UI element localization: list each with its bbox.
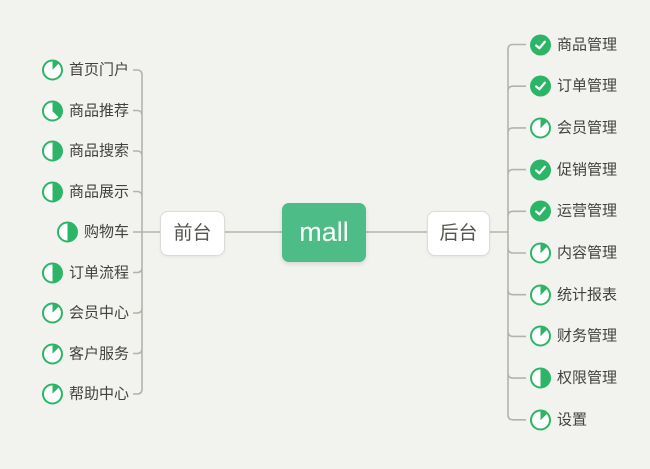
topic-label: 权限管理 <box>557 369 618 387</box>
progress-pie-icon <box>530 325 551 347</box>
branch-topic-label: 前台 <box>173 222 212 244</box>
topic-item[interactable]: 会员中心 <box>41 302 129 324</box>
progress-pie-icon <box>41 59 63 81</box>
topic-item[interactable]: 商品展示 <box>41 181 129 202</box>
topic-item[interactable]: 订单管理 <box>530 75 618 97</box>
topic-label: 商品管理 <box>557 36 618 53</box>
topic-label: 会员管理 <box>557 119 618 137</box>
topic-label: 订单流程 <box>68 264 129 281</box>
progress-pie-icon <box>41 383 63 405</box>
topic-label: 商品搜索 <box>68 142 129 160</box>
root-topic-mall[interactable]: mall <box>282 202 366 262</box>
topic-label: 促销管理 <box>557 161 618 179</box>
progress-pie-icon <box>41 302 63 324</box>
progress-pie-icon <box>530 242 551 264</box>
topic-item[interactable]: 商品搜索 <box>41 140 129 162</box>
topic-item[interactable]: 购物车 <box>56 221 129 243</box>
topic-label: 设置 <box>557 411 588 429</box>
topic-item[interactable]: 客户服务 <box>41 343 129 364</box>
topic-label: 财务管理 <box>557 327 618 345</box>
topic-label: 客户服务 <box>68 345 129 362</box>
check-done-icon <box>530 159 551 181</box>
branch-topic-backend[interactable]: 后台 <box>427 210 490 256</box>
progress-pie-icon <box>41 140 63 162</box>
check-done-icon <box>530 34 551 55</box>
check-done-icon <box>530 75 551 97</box>
topic-item[interactable]: 商品推荐 <box>41 100 129 121</box>
topic-label: 购物车 <box>83 223 129 241</box>
progress-pie-icon <box>41 181 63 202</box>
topic-label: 运营管理 <box>557 202 618 220</box>
topic-label: 商品展示 <box>68 183 129 200</box>
topic-label: 内容管理 <box>557 244 618 262</box>
topic-item[interactable]: 订单流程 <box>41 262 129 283</box>
topic-label: 帮助中心 <box>68 385 129 403</box>
topic-item[interactable]: 财务管理 <box>530 325 618 347</box>
topic-item[interactable]: 帮助中心 <box>41 383 129 405</box>
left-branch-connectors <box>133 69 160 395</box>
topic-item[interactable]: 首页门户 <box>41 59 129 81</box>
progress-pie-icon <box>56 221 78 243</box>
topic-label: 统计报表 <box>557 286 618 304</box>
topic-item[interactable]: 商品管理 <box>530 34 617 55</box>
progress-pie-icon <box>41 262 63 283</box>
progress-pie-icon <box>530 117 551 139</box>
topic-item[interactable]: 会员管理 <box>530 117 618 139</box>
progress-pie-icon <box>530 284 551 306</box>
topic-item[interactable]: 权限管理 <box>530 367 618 389</box>
branch-topic-label: 后台 <box>439 222 478 244</box>
progress-pie-icon <box>41 100 63 121</box>
topic-item[interactable]: 设置 <box>530 409 588 431</box>
topic-label: 首页门户 <box>68 61 129 79</box>
root-topic-label: mall <box>299 216 349 247</box>
topic-label: 商品推荐 <box>68 102 129 119</box>
progress-pie-icon <box>530 409 551 431</box>
topic-item[interactable]: 运营管理 <box>530 200 618 222</box>
progress-pie-icon <box>41 343 63 364</box>
topic-item[interactable]: 统计报表 <box>530 284 618 306</box>
topic-label: 会员中心 <box>68 304 129 322</box>
check-done-icon <box>530 200 551 222</box>
right-branch-connectors <box>488 43 526 421</box>
topic-item[interactable]: 促销管理 <box>530 159 618 181</box>
progress-pie-icon <box>530 367 551 389</box>
branch-topic-frontend[interactable]: 前台 <box>160 210 225 256</box>
topic-item[interactable]: 内容管理 <box>530 242 618 264</box>
topic-label: 订单管理 <box>557 77 618 95</box>
